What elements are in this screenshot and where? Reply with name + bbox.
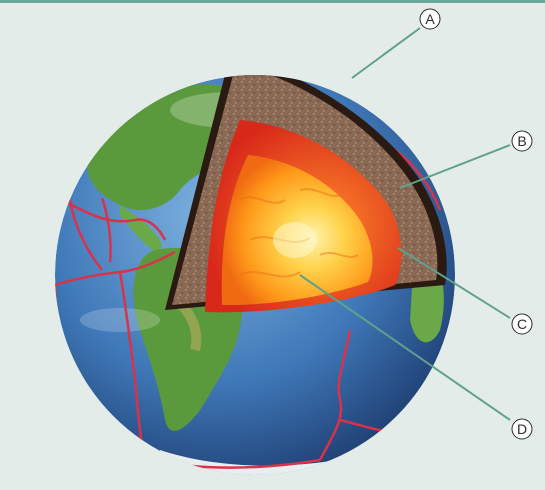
label-a-text: A — [425, 11, 435, 27]
leader-c — [397, 247, 511, 319]
label-b: B — [511, 130, 533, 152]
cutaway-wedge — [165, 75, 447, 313]
land-central-america — [120, 205, 162, 252]
label-b-text: B — [517, 133, 526, 149]
label-c-text: C — [517, 316, 527, 332]
label-d-text: D — [517, 421, 527, 437]
globe — [55, 75, 455, 475]
label-a: A — [419, 8, 441, 30]
leader-d — [299, 274, 511, 421]
leader-b — [399, 144, 511, 189]
label-c: C — [511, 313, 533, 335]
top-border — [0, 0, 545, 3]
label-d: D — [511, 418, 533, 440]
leader-a — [351, 27, 421, 79]
leader-lines — [299, 27, 511, 421]
